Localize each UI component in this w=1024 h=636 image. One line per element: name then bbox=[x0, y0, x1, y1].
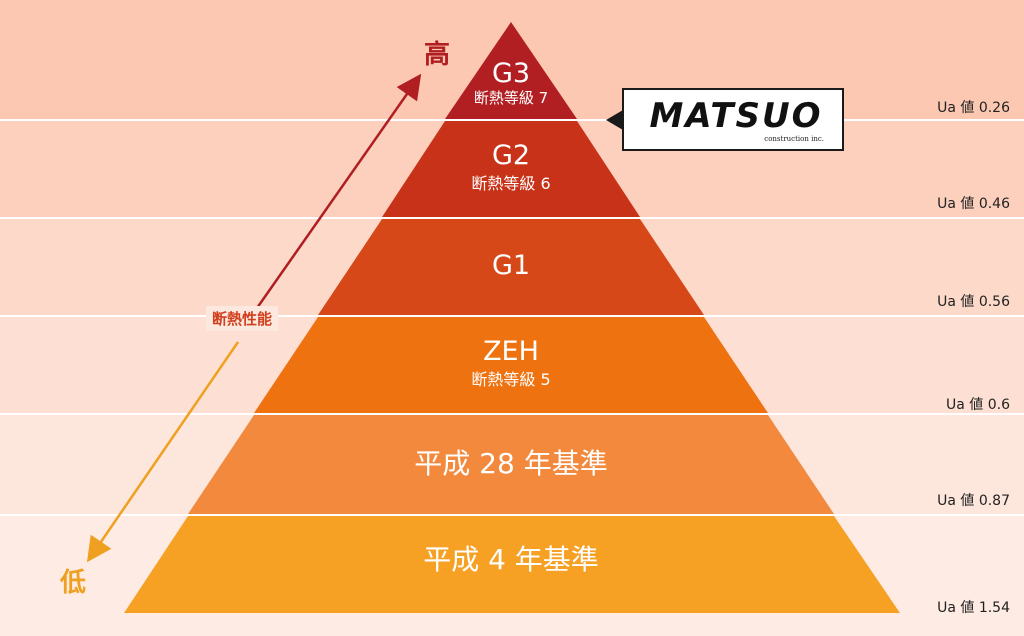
arrow-low bbox=[86, 341, 240, 563]
tier-h4-shape bbox=[124, 516, 900, 613]
tier-g3-shape bbox=[445, 22, 577, 119]
tier-subtitle: 断熱等級 7 bbox=[473, 89, 549, 107]
tier-name: G2 bbox=[491, 140, 531, 171]
ua-value-g1: Ua 値 0.56 bbox=[937, 294, 1010, 310]
tier-h28-shape bbox=[188, 415, 834, 514]
company-logo: MATSUO construction inc. bbox=[622, 88, 844, 151]
tier-g2-label: G2 断熱等級 6 bbox=[361, 140, 661, 194]
ua-value-h28: Ua 値 0.87 bbox=[937, 493, 1010, 509]
tier-subtitle: 断熱等級 6 bbox=[471, 174, 551, 193]
axis-low-label: 低 bbox=[60, 568, 87, 598]
tier-name: 平成 4 年基準 bbox=[423, 543, 599, 576]
tier-h4-label: 平成 4 年基準 bbox=[361, 544, 661, 576]
tier-name: G3 bbox=[491, 58, 531, 89]
logo-wordmark: MATSUO bbox=[649, 96, 823, 136]
ua-value-h4: Ua 値 1.54 bbox=[937, 600, 1010, 616]
tier-g1-shape bbox=[318, 219, 704, 315]
ua-value-zeh: Ua 値 0.6 bbox=[946, 397, 1010, 413]
band-separator bbox=[0, 217, 1024, 219]
tier-g3-label: G3 断熱等級 7 bbox=[361, 58, 661, 108]
tier-zeh-shape bbox=[254, 317, 768, 413]
band-separator bbox=[0, 413, 1024, 415]
callout-pointer bbox=[606, 110, 623, 130]
tier-zeh-label: ZEH 断熱等級 5 bbox=[361, 336, 661, 390]
tier-h28-label: 平成 28 年基準 bbox=[361, 448, 661, 480]
band-separator bbox=[0, 315, 1024, 317]
band-separator bbox=[0, 514, 1024, 516]
tier-g1-label: G1 bbox=[361, 250, 661, 282]
tier-subtitle: 断熱等級 5 bbox=[471, 370, 551, 389]
logo-tagline: construction inc. bbox=[764, 135, 824, 143]
ua-value-g3: Ua 値 0.26 bbox=[937, 100, 1010, 116]
ua-value-g2: Ua 値 0.46 bbox=[937, 196, 1010, 212]
band-separator bbox=[0, 119, 1024, 121]
tier-g2-shape bbox=[382, 121, 640, 217]
tier-name: 平成 28 年基準 bbox=[414, 447, 608, 480]
tier-name: ZEH bbox=[483, 336, 539, 367]
arrow-high bbox=[248, 73, 422, 319]
tier-name: G1 bbox=[491, 250, 531, 281]
axis-title: 断熱性能 bbox=[206, 306, 279, 331]
axis-high-label: 高 bbox=[424, 40, 451, 70]
